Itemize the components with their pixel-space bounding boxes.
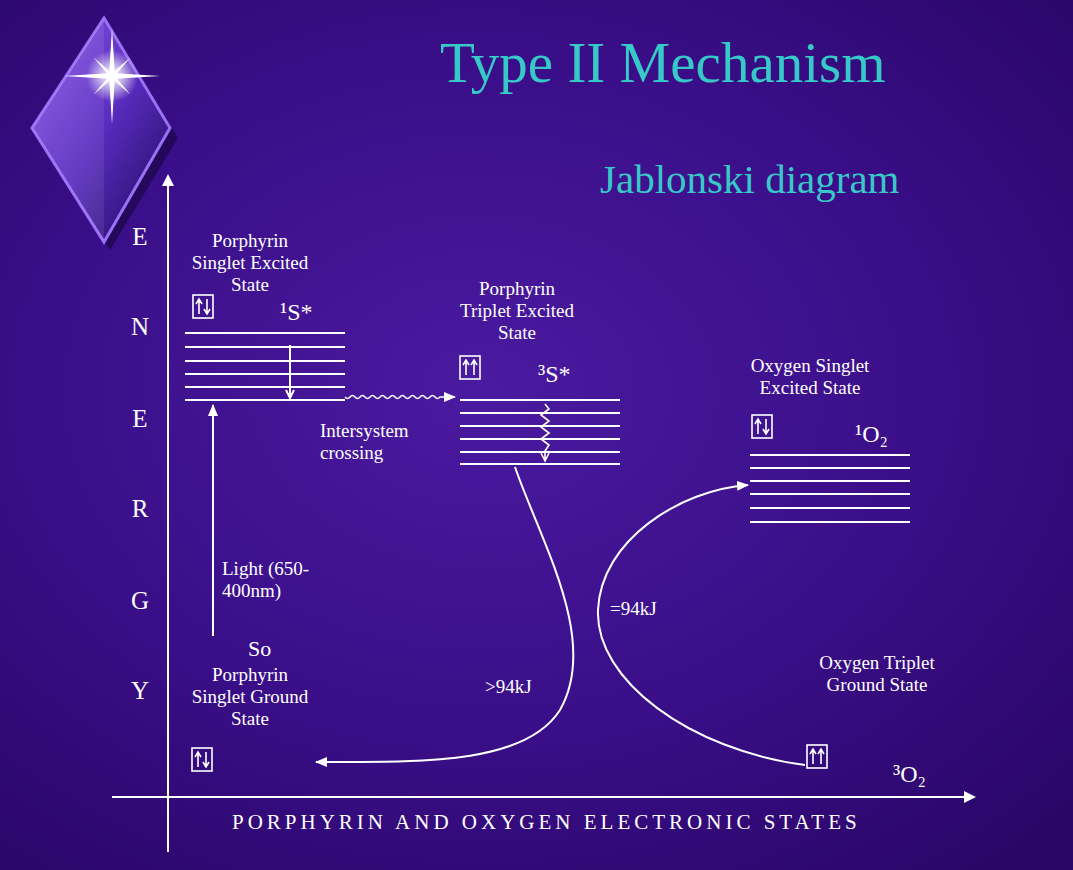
state-symbol: ³S* <box>538 360 571 388</box>
spin-up-arrow <box>810 749 816 764</box>
energy-level <box>185 332 345 334</box>
energy-level <box>185 373 345 375</box>
energy-level <box>750 493 910 495</box>
spin-up-arrow <box>755 419 761 434</box>
transition-arrow <box>212 405 214 636</box>
relaxation-arrow <box>286 345 294 398</box>
spin-up-arrow <box>195 752 201 767</box>
slide-subtitle: Jablonski diagram <box>600 156 899 203</box>
spin-down-arrow <box>763 419 769 434</box>
spin-box <box>460 356 480 379</box>
axis-letter: R <box>128 494 152 523</box>
spin-box <box>807 745 827 768</box>
energy-level <box>185 346 345 348</box>
state-name: Porphyrin Singlet Ground State <box>188 664 312 730</box>
energy-state: Oxygen Triplet Ground State ³O₂ <box>805 652 950 792</box>
spin-up-arrow <box>818 749 824 764</box>
energy-level <box>185 399 345 401</box>
energy-level <box>185 386 345 388</box>
energy-levels <box>750 455 910 522</box>
edge-label: Light (650-400nm) <box>222 558 332 602</box>
intersystem-crossing-arrow <box>345 396 455 399</box>
energy-state: SoPorphyrin Singlet Ground State <box>188 636 316 774</box>
diamond-logo <box>32 18 170 242</box>
star-ray <box>92 56 132 96</box>
state-symbol: ¹O₂ <box>855 420 888 448</box>
edge-label: >94kJ <box>485 676 532 698</box>
energy-level <box>460 451 620 453</box>
axis-letter: N <box>128 312 152 341</box>
energy-level <box>750 467 910 469</box>
state-axis <box>112 796 966 798</box>
star-ray <box>92 56 132 96</box>
energy-levels <box>460 400 620 464</box>
state-name: Oxygen Triplet Ground State <box>815 652 939 696</box>
state-symbol: ³O₂ <box>893 760 926 788</box>
axis-letter: E <box>128 404 152 433</box>
spin-box <box>752 415 772 438</box>
state-name: Oxygen Singlet Excited State <box>748 355 872 399</box>
energy-level <box>460 399 620 401</box>
axis-arrowhead <box>162 174 174 186</box>
axis-arrowhead <box>964 791 976 803</box>
state-symbol: ¹S* <box>280 298 313 326</box>
spin-up-arrow <box>196 299 202 314</box>
axis-letter: Y <box>128 676 152 705</box>
energy-level <box>750 507 910 509</box>
energy-state: Porphyrin Singlet Excited State¹S* <box>185 230 345 405</box>
diamond-facet <box>32 18 104 242</box>
axis-letter: G <box>128 586 152 615</box>
energy-level <box>185 360 345 362</box>
energy-level <box>750 454 910 456</box>
energy-levels <box>185 333 345 400</box>
energy-level <box>460 412 620 414</box>
spin-up-arrow <box>471 360 477 375</box>
energy-level <box>460 463 620 465</box>
energy-axis <box>167 184 169 852</box>
state-name: Porphyrin Triplet Excited State <box>455 278 579 344</box>
energy-level <box>750 521 910 523</box>
spin-box <box>193 295 213 318</box>
transition-arrow <box>598 485 805 765</box>
state-name: Porphyrin Singlet Excited State <box>188 230 312 296</box>
axis-title: PORPHYRIN AND OXYGEN ELECTRONIC STATES <box>232 810 861 834</box>
relaxation-arrow <box>541 404 549 461</box>
edge-label: Intersystem crossing <box>320 420 420 464</box>
spin-down-arrow <box>203 752 209 767</box>
energy-state: Porphyrin Triplet Excited State ³S* <box>455 278 622 467</box>
energy-level <box>750 480 910 482</box>
transition-arrow <box>316 467 573 762</box>
spin-down-arrow <box>204 299 210 314</box>
energy-state: Oxygen Singlet Excited State ¹O₂ <box>748 355 912 527</box>
spin-box <box>192 748 212 771</box>
slide-title: Type II Mechanism <box>440 30 886 96</box>
edge-label: =94kJ <box>610 598 657 620</box>
spin-up-arrow <box>463 360 469 375</box>
energy-level <box>460 425 620 427</box>
axis-letter: E <box>128 222 152 251</box>
state-symbol: So <box>248 636 271 661</box>
